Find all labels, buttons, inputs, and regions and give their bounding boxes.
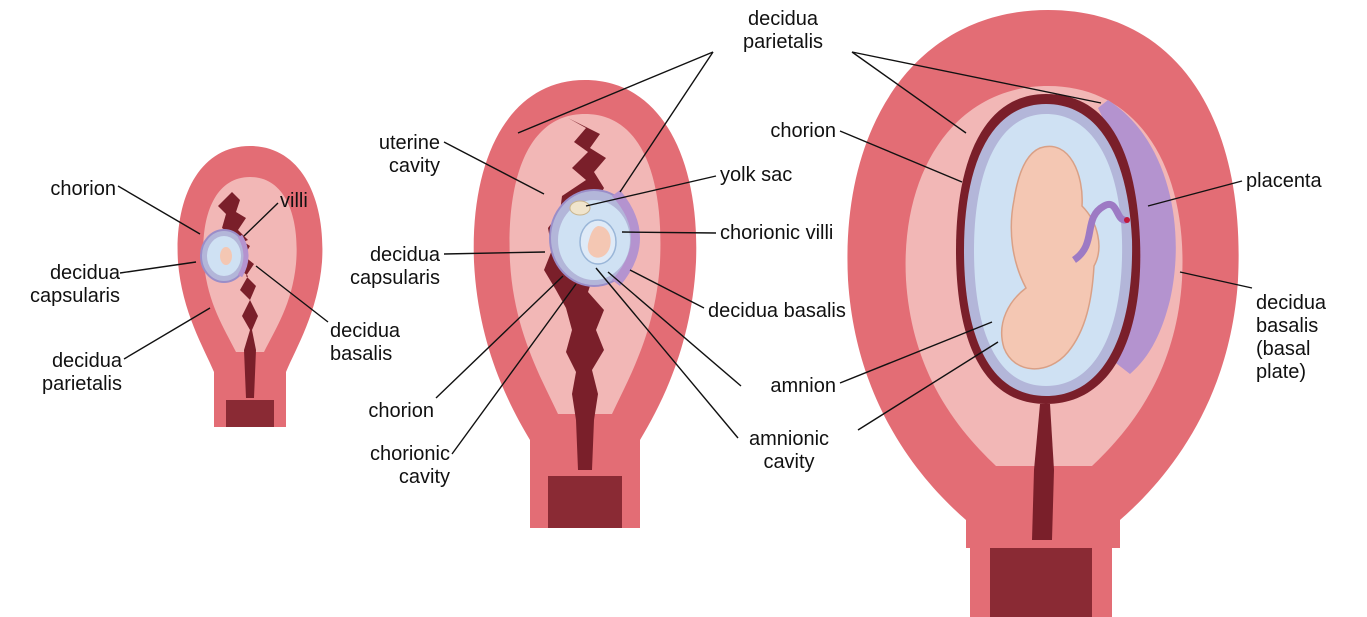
label-amnion: amnion — [740, 375, 836, 398]
label-decidua-parietalis-early: decidua parietalis — [18, 350, 122, 396]
label-decidua-basalis-late: decidua basalis (basal plate) — [1256, 292, 1356, 384]
label-decidua-basalis-early: decidua basalis — [330, 320, 430, 366]
label-chorion-middle: chorion — [330, 400, 434, 423]
label-chorionic-villi: chorionic villi — [720, 222, 880, 245]
label-yolk-sac: yolk sac — [720, 164, 840, 187]
label-chorionic-cavity: chorionic cavity — [330, 443, 450, 489]
label-placenta: placenta — [1246, 170, 1356, 193]
uterus-panel-middle — [474, 80, 697, 528]
label-villi-early: villi — [280, 190, 340, 213]
label-chorion-early: chorion — [14, 178, 116, 201]
uterus-panel-late — [847, 10, 1238, 617]
yolk-sac-middle — [570, 201, 590, 215]
label-decidua-parietalis-shared: decidua parietalis — [713, 8, 853, 54]
label-decidua-capsularis-middle: decidua capsularis — [320, 244, 440, 290]
label-amnionic-cavity: amnionic cavity — [734, 428, 844, 474]
embryo-early — [220, 247, 232, 265]
label-chorion-late: chorion — [730, 120, 836, 143]
label-decidua-basalis-middle: decidua basalis — [708, 300, 888, 323]
uterus-panel-early — [178, 146, 323, 427]
label-decidua-capsularis-early: decidua capsularis — [0, 262, 120, 308]
label-uterine-cavity: uterine cavity — [340, 132, 440, 178]
